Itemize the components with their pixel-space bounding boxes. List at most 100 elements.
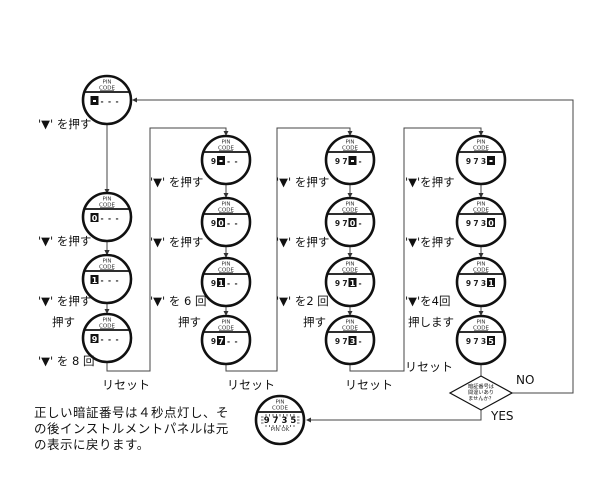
code-label: CODE: [473, 326, 489, 332]
digit-placeholder: -: [115, 214, 118, 223]
note-line: の後インストルメントパネルは元: [34, 421, 229, 436]
display-ring: [455, 134, 507, 186]
display-ring: [455, 196, 507, 248]
pin-label: PIN: [221, 262, 230, 268]
reset-label: リセット: [405, 360, 453, 374]
cursor-box: [348, 278, 357, 287]
digit-placeholder: -: [227, 157, 230, 166]
digit: 7: [473, 157, 478, 166]
pin-label: PIN: [476, 320, 485, 326]
decision-text: ませんか？: [468, 395, 494, 402]
decision-text: 暗証番号は: [468, 382, 494, 390]
cursor-box: [487, 278, 495, 287]
digit: 0: [488, 219, 494, 228]
cursor-box: [217, 336, 225, 345]
reset-label: リセット: [102, 378, 150, 392]
digit: 3: [350, 337, 356, 346]
instruction-label: 押す: [52, 315, 75, 329]
connector-lines: [104, 97, 574, 423]
display-ring: [81, 74, 133, 126]
digit-placeholder: -: [227, 337, 230, 346]
code-label: CODE: [99, 265, 115, 271]
reset-label: リセット: [345, 378, 393, 392]
digit: 9: [92, 335, 98, 344]
explanation-note: 正しい暗証番号は４秒点灯し、そ の後インストルメントパネルは元 の表示に戻ります…: [34, 405, 229, 453]
reset-loop: [349, 127, 484, 372]
digit: 9: [335, 157, 340, 166]
digit: 7: [473, 219, 478, 228]
pin-label: PIN: [345, 140, 354, 146]
instruction-label: '▼' を押す: [276, 235, 329, 249]
digit: 7: [342, 279, 347, 288]
pin-label: PIN: [102, 318, 111, 324]
digit: 9: [466, 337, 471, 346]
digit-placeholder: -: [100, 214, 103, 223]
code-label: CODE: [342, 268, 358, 274]
pin-label: PIN: [476, 140, 485, 146]
digit: 1: [350, 279, 356, 288]
cursor-blank: [219, 160, 223, 162]
cursor-box: [90, 213, 99, 222]
digit: 9: [211, 337, 216, 346]
instruction-label: '▼'を4回: [405, 294, 450, 308]
diamond-shape: [448, 375, 514, 411]
instruction-label: '▼' を押す: [150, 235, 203, 249]
digit-placeholder: -: [234, 157, 237, 166]
reset-label: リセット: [227, 378, 275, 392]
pin-label: PIN: [476, 262, 485, 268]
code-label: CODE: [218, 268, 234, 274]
instruction-label: '▼' を2 回: [276, 294, 329, 308]
digit: 9: [211, 157, 216, 166]
cursor-box: [348, 336, 357, 345]
digit-placeholder: -: [358, 279, 361, 288]
instruction-label: 押す: [303, 315, 326, 329]
final-pin-digits: 9 7 3 5: [264, 416, 297, 426]
instruction-label: 押す: [178, 315, 201, 329]
reset-loop: [225, 127, 353, 372]
digit: 7: [473, 279, 478, 288]
digit: 1: [488, 279, 494, 288]
digit-placeholder: -: [108, 97, 111, 106]
display-ring: [200, 196, 252, 248]
instruction-label: '▼' を押す: [150, 175, 203, 189]
digit: 9: [211, 219, 216, 228]
digit: 7: [342, 157, 347, 166]
cursor-box: [90, 275, 99, 284]
instruction-label: '▼' を 6 回: [150, 294, 206, 308]
code-label: CODE: [99, 203, 115, 209]
pin-label: PIN: [476, 202, 485, 208]
start-instruction: '▼' を押す: [38, 117, 91, 131]
display-nodes: PINCODE---PINCODE0---PINCODE1---PINCODE9…: [81, 74, 507, 366]
digit-placeholder: -: [115, 97, 118, 106]
cursor-blank: [351, 160, 354, 162]
digit: 3: [481, 337, 486, 346]
instruction-labels: '▼' を押す'▼' を押す'▼' を押す'▼' を 8 回押す'▼' を押す'…: [38, 117, 455, 392]
instruction-label: '▼' を押す: [38, 294, 91, 308]
code-label: CODE: [218, 146, 234, 152]
digit: 7: [473, 337, 478, 346]
digit-placeholder: -: [234, 279, 237, 288]
cursor-box: [90, 334, 99, 343]
code-label: CODE: [342, 146, 358, 152]
digit: 7: [218, 337, 224, 346]
code-label: CODE: [218, 208, 234, 214]
display-ring: [200, 134, 252, 186]
instruction-label: '▼'を押す: [405, 235, 455, 249]
digit-placeholder: -: [108, 214, 111, 223]
digit: 9: [466, 157, 471, 166]
display-ring: [254, 394, 306, 446]
instruction-label: '▼' を押す: [38, 234, 91, 248]
pin-label: PIN: [221, 320, 230, 326]
